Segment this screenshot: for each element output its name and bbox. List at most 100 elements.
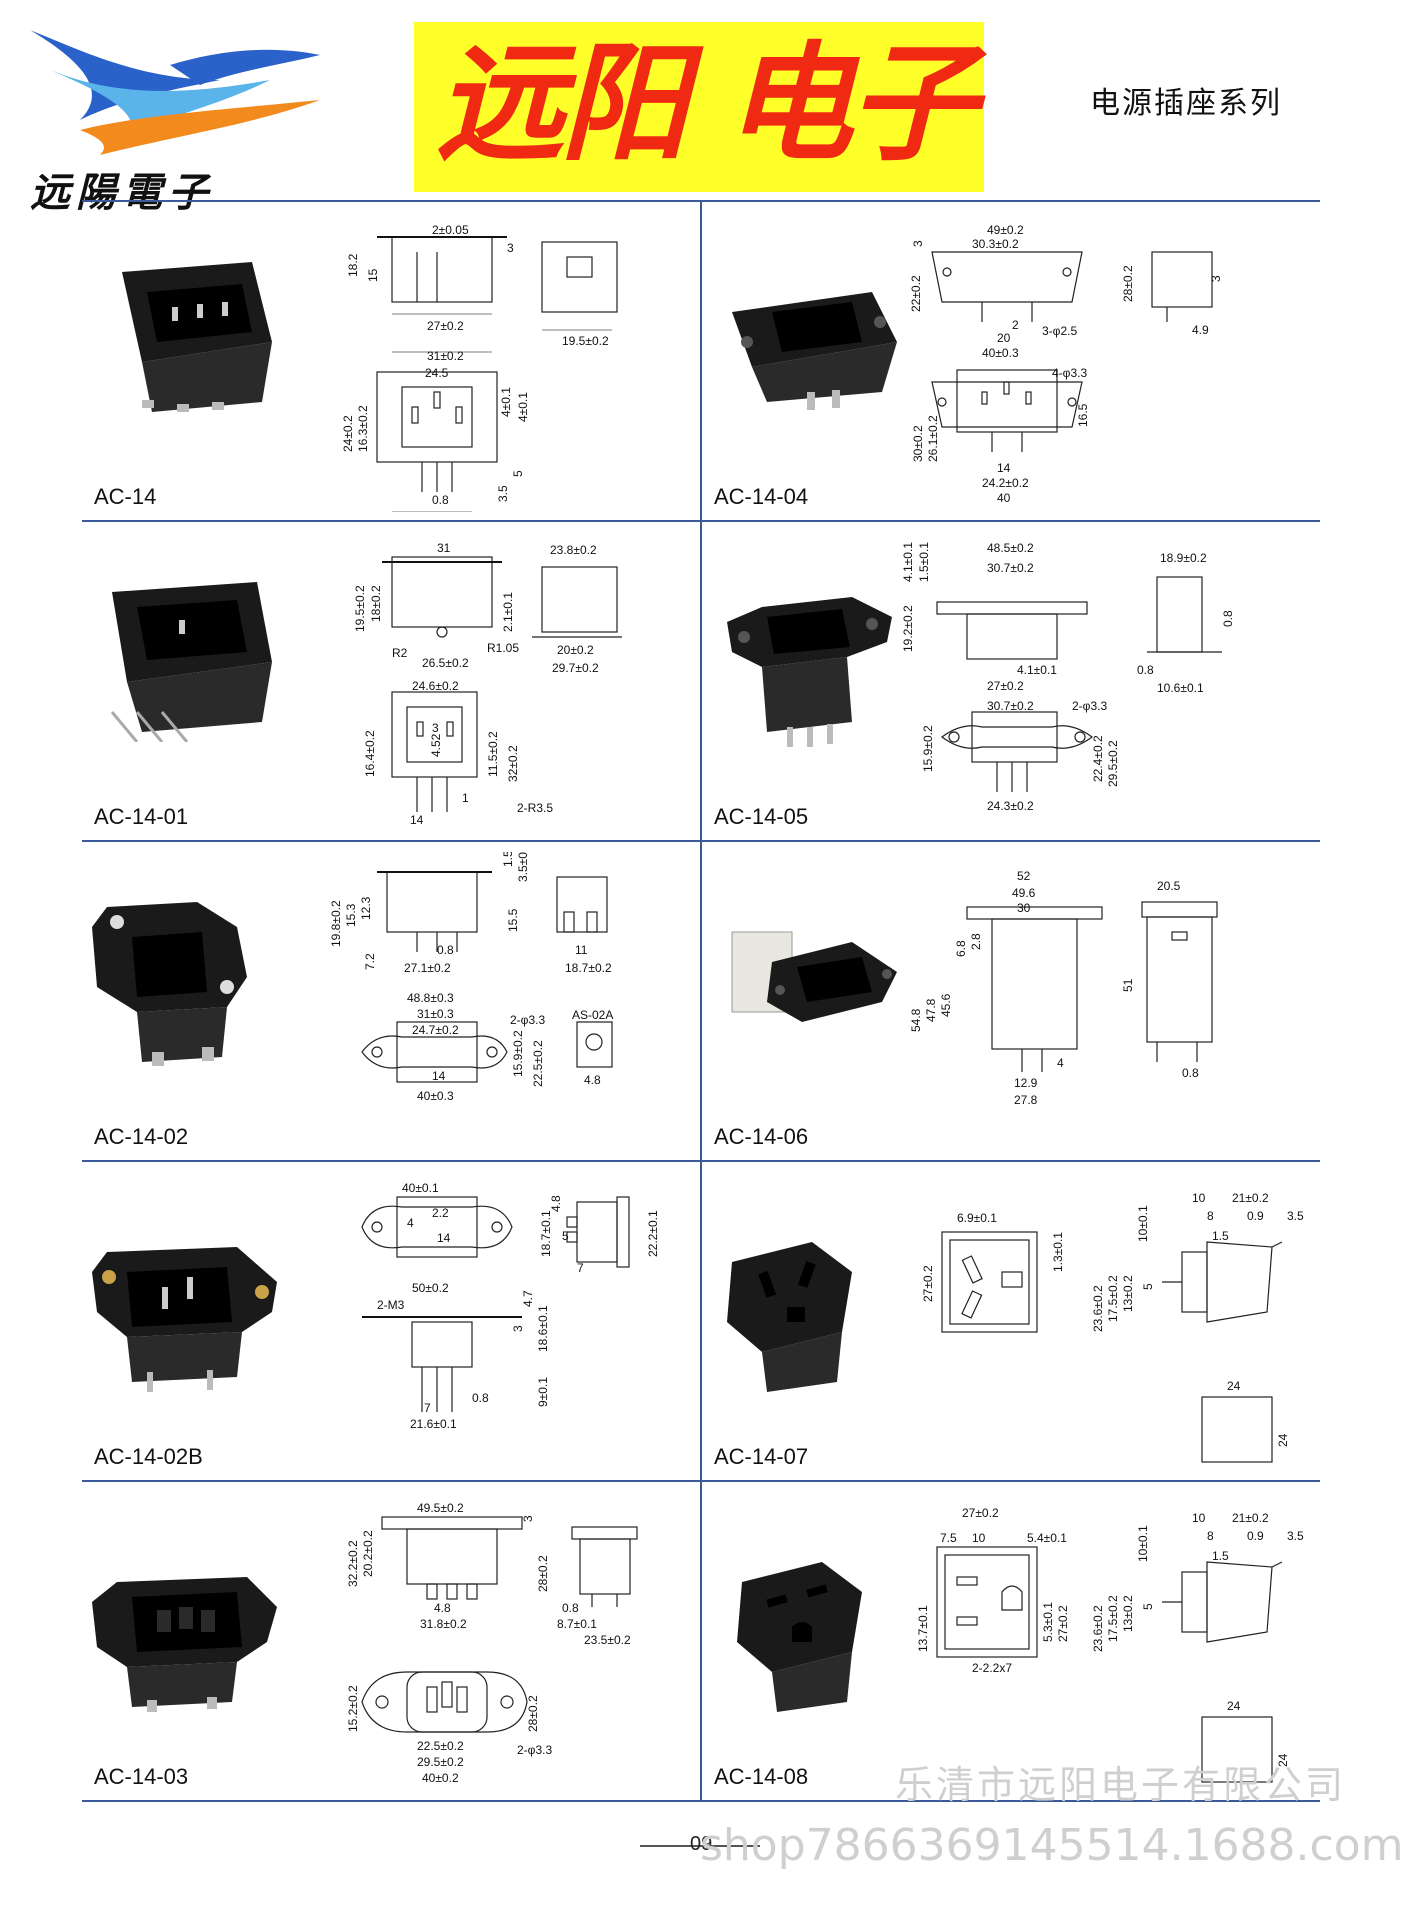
socket-photo (727, 1242, 852, 1392)
product-label: AC-14-02 (94, 1124, 189, 1149)
svg-text:12.3: 12.3 (359, 896, 373, 920)
svg-text:7: 7 (577, 1261, 584, 1275)
svg-text:30.7±0.2: 30.7±0.2 (987, 561, 1034, 575)
svg-text:28±0.2: 28±0.2 (526, 1695, 540, 1732)
svg-text:0.9: 0.9 (1247, 1529, 1264, 1543)
svg-text:19.5±0.2: 19.5±0.2 (353, 585, 367, 632)
svg-text:27±0.2: 27±0.2 (427, 319, 464, 333)
svg-text:15.9±0.2: 15.9±0.2 (921, 725, 935, 772)
svg-text:4.7: 4.7 (521, 1290, 535, 1307)
svg-text:5.4±0.1: 5.4±0.1 (1027, 1531, 1067, 1545)
svg-text:0.8: 0.8 (1221, 610, 1235, 627)
svg-text:21.6±0.1: 21.6±0.1 (410, 1417, 457, 1431)
svg-text:6.8: 6.8 (954, 940, 968, 957)
svg-text:14: 14 (432, 1069, 446, 1083)
svg-text:24: 24 (1227, 1379, 1241, 1393)
svg-text:28±0.2: 28±0.2 (1121, 265, 1135, 302)
svg-text:13±0.2: 13±0.2 (1121, 1595, 1135, 1632)
svg-text:5: 5 (562, 1229, 569, 1243)
svg-text:9±0.1: 9±0.1 (536, 1377, 550, 1407)
svg-text:30: 30 (1017, 901, 1031, 915)
svg-text:17.5±0.2: 17.5±0.2 (1106, 1275, 1120, 1322)
svg-text:3: 3 (432, 721, 439, 735)
banner-background (414, 22, 984, 192)
socket-photo (122, 262, 272, 412)
svg-text:24.5: 24.5 (425, 366, 449, 380)
svg-text:32.2±0.2: 32.2±0.2 (346, 1540, 360, 1587)
svg-text:26.1±0.2: 26.1±0.2 (926, 415, 940, 462)
svg-text:47.8: 47.8 (924, 998, 938, 1022)
svg-text:3: 3 (521, 1515, 535, 1522)
svg-text:15.9±0.2: 15.9±0.2 (511, 1030, 525, 1077)
svg-text:14: 14 (410, 813, 424, 827)
page-number: 09 (690, 1833, 713, 1855)
svg-text:18.7±0.1: 18.7±0.1 (539, 1210, 553, 1257)
svg-text:18±0.2: 18±0.2 (369, 585, 383, 622)
svg-text:18.9±0.2: 18.9±0.2 (1160, 551, 1207, 565)
svg-text:45.6: 45.6 (939, 993, 953, 1017)
svg-text:3-φ2.5: 3-φ2.5 (1042, 324, 1077, 338)
svg-text:5: 5 (511, 470, 525, 477)
company-logo (20, 10, 340, 200)
svg-text:27±0.2: 27±0.2 (1056, 1605, 1070, 1642)
svg-text:32±0.2: 32±0.2 (506, 745, 520, 782)
svg-text:48.5±0.2: 48.5±0.2 (987, 541, 1034, 555)
svg-text:27±0.2: 27±0.2 (987, 679, 1024, 693)
svg-text:29.5±0.2: 29.5±0.2 (1106, 740, 1120, 787)
product-label: AC-14-05 (714, 804, 809, 829)
svg-text:6.9±0.1: 6.9±0.1 (957, 1211, 997, 1225)
svg-text:50±0.2: 50±0.2 (412, 1281, 449, 1295)
svg-text:18.7±0.2: 18.7±0.2 (565, 961, 612, 975)
svg-text:20.2±0.2: 20.2±0.2 (361, 1530, 375, 1577)
svg-text:27.1±0.2: 27.1±0.2 (404, 961, 451, 975)
svg-text:49±0.2: 49±0.2 (987, 223, 1024, 237)
logo-text: 远陽電子 (30, 169, 214, 216)
svg-text:12.9: 12.9 (1014, 1076, 1038, 1090)
socket-photo (727, 597, 892, 747)
svg-text:2-2.2x7: 2-2.2x7 (972, 1661, 1012, 1675)
svg-text:22.4±0.2: 22.4±0.2 (1091, 735, 1105, 782)
socket-photo (110, 582, 272, 742)
svg-text:30±0.2: 30±0.2 (911, 425, 925, 462)
svg-text:2.1±0.1: 2.1±0.1 (501, 592, 515, 632)
svg-text:22.5±0.2: 22.5±0.2 (531, 1040, 545, 1087)
svg-text:24: 24 (1276, 1433, 1290, 1447)
svg-text:27±0.2: 27±0.2 (921, 1265, 935, 1302)
svg-text:18.6±0.1: 18.6±0.1 (536, 1305, 550, 1352)
svg-text:14: 14 (997, 461, 1011, 475)
svg-text:17.5±0.2: 17.5±0.2 (1106, 1595, 1120, 1642)
svg-text:18.2: 18.2 (346, 253, 360, 277)
svg-text:30.3±0.2: 30.3±0.2 (972, 237, 1019, 251)
svg-text:31.8±0.2: 31.8±0.2 (420, 1617, 467, 1631)
svg-text:1.3±0.1: 1.3±0.1 (1051, 1232, 1065, 1272)
svg-text:7.5: 7.5 (940, 1531, 957, 1545)
svg-text:49.6: 49.6 (1012, 886, 1036, 900)
svg-text:15.5: 15.5 (506, 908, 520, 932)
svg-text:3.5±0.2: 3.5±0.2 (516, 852, 530, 882)
svg-text:5: 5 (1141, 1283, 1155, 1290)
svg-text:52: 52 (1017, 869, 1031, 883)
svg-text:24±0.2: 24±0.2 (341, 415, 355, 452)
svg-text:3.5: 3.5 (1287, 1209, 1304, 1223)
svg-text:0.8: 0.8 (437, 943, 454, 957)
svg-text:29.5±0.2: 29.5±0.2 (417, 1755, 464, 1769)
svg-text:4.8: 4.8 (434, 1601, 451, 1615)
svg-text:5.3±0.1: 5.3±0.1 (1041, 1602, 1055, 1642)
svg-text:4.9: 4.9 (1192, 323, 1209, 337)
svg-text:13.7±0.1: 13.7±0.1 (916, 1605, 930, 1652)
svg-text:40±0.3: 40±0.3 (982, 346, 1019, 360)
svg-text:26.5±0.2: 26.5±0.2 (422, 656, 469, 670)
svg-text:22.5±0.2: 22.5±0.2 (417, 1739, 464, 1753)
shop-watermark: shop7866369145514.1688.com (700, 1820, 1404, 1871)
svg-text:8.7±0.1: 8.7±0.1 (557, 1617, 597, 1631)
svg-text:40±0.2: 40±0.2 (422, 1771, 459, 1785)
socket-photo (737, 1562, 862, 1712)
